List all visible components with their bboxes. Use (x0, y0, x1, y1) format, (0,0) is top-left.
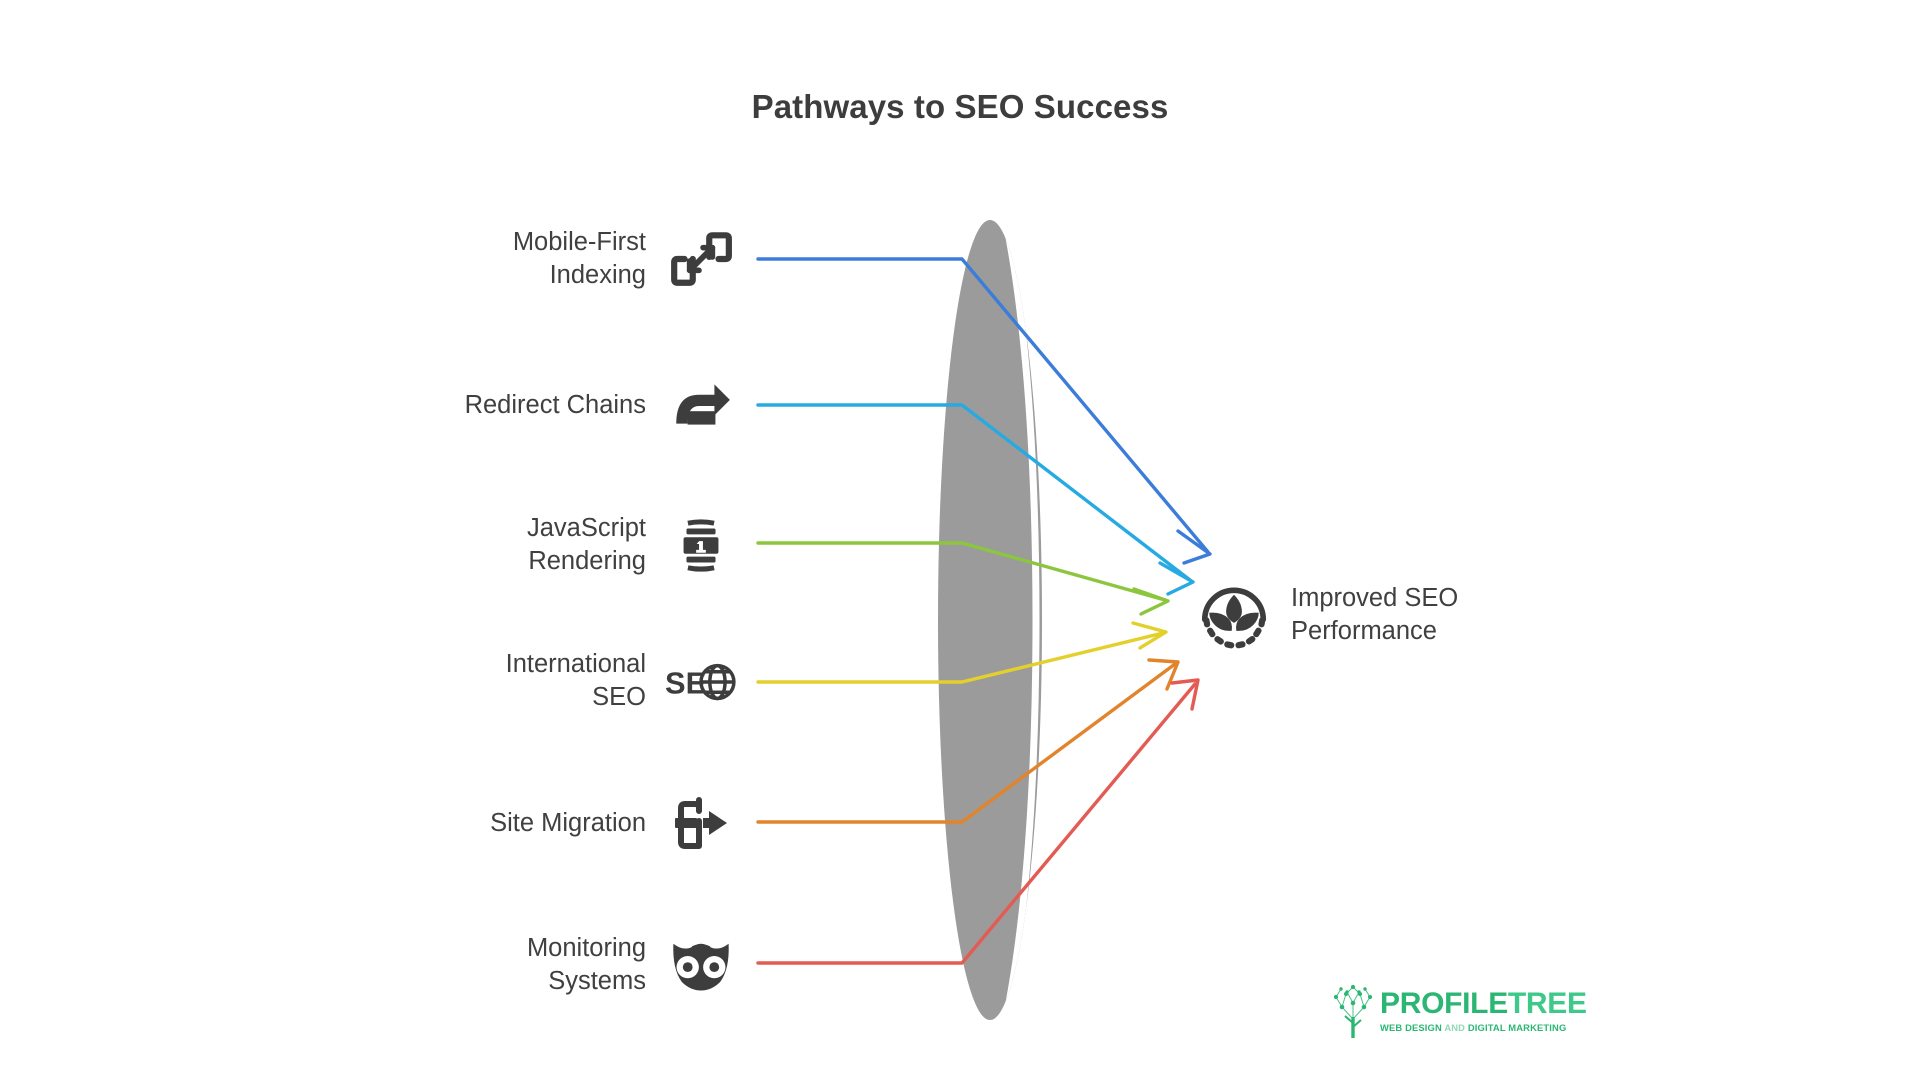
redirect-arrow-icon (662, 366, 740, 444)
item-site-migration[interactable]: Site Migration (300, 775, 740, 871)
logo-tagline: WEB DESIGN AND DIGITAL MARKETING (1380, 1022, 1587, 1033)
item-label-monitoring-systems: Monitoring Systems (526, 934, 646, 995)
logo-tagline-after: DIGITAL MARKETING (1465, 1022, 1567, 1033)
logo-tagline-before: WEB DESIGN (1380, 1022, 1445, 1033)
item-label-site-migration: Site Migration (490, 808, 646, 837)
target-outcome[interactable]: Improved SEO Performance (1195, 565, 1555, 665)
item-label-international-seo: International SEO (505, 650, 646, 711)
connector-site-migration (756, 658, 1180, 824)
item-monitoring-systems[interactable]: Monitoring Systems (300, 917, 740, 1013)
lens-shape (938, 220, 1042, 1020)
logo-wordmark: PROFILETREE (1380, 989, 1587, 1019)
logo-word-tree: TREE (1507, 987, 1587, 1020)
connector-redirect-chains (756, 403, 1195, 596)
item-redirect-chains[interactable]: Redirect Chains (300, 357, 740, 453)
item-label-javascript-rendering: JavaScript Rendering (526, 514, 646, 575)
tree-network-icon (1330, 983, 1376, 1039)
page-title: Pathways to SEO Success (751, 88, 1169, 125)
profiletree-logo[interactable]: PROFILETREE WEB DESIGN AND DIGITAL MARKE… (1330, 975, 1600, 1047)
logo-word-profile: PROFILE (1380, 987, 1508, 1020)
barrel-icon (662, 506, 740, 584)
owl-icon (662, 926, 740, 1004)
mobile-responsive-icon (662, 220, 740, 298)
seo-globe-icon: SE (662, 642, 740, 720)
item-label-redirect-chains: Redirect Chains (464, 390, 646, 419)
item-mobile-first-indexing[interactable]: Mobile-First Indexing (300, 211, 740, 307)
logo-tagline-and: AND (1444, 1022, 1466, 1033)
plant-growth-badge-icon (1195, 576, 1273, 654)
item-international-seo[interactable]: International SEO SE (300, 633, 740, 729)
item-label-mobile-first-indexing: Mobile-First Indexing (512, 228, 646, 289)
connector-mobile-first-indexing (756, 257, 1212, 565)
target-label: Improved SEO Performance (1291, 584, 1459, 645)
connector-international-seo (756, 621, 1168, 684)
logo-text: PROFILETREE WEB DESIGN AND DIGITAL MARKE… (1376, 989, 1587, 1034)
connector-javascript-rendering (756, 541, 1170, 616)
migration-exit-icon (662, 784, 740, 862)
item-javascript-rendering[interactable]: JavaScript Rendering (300, 497, 740, 593)
connector-monitoring-systems (756, 678, 1200, 965)
